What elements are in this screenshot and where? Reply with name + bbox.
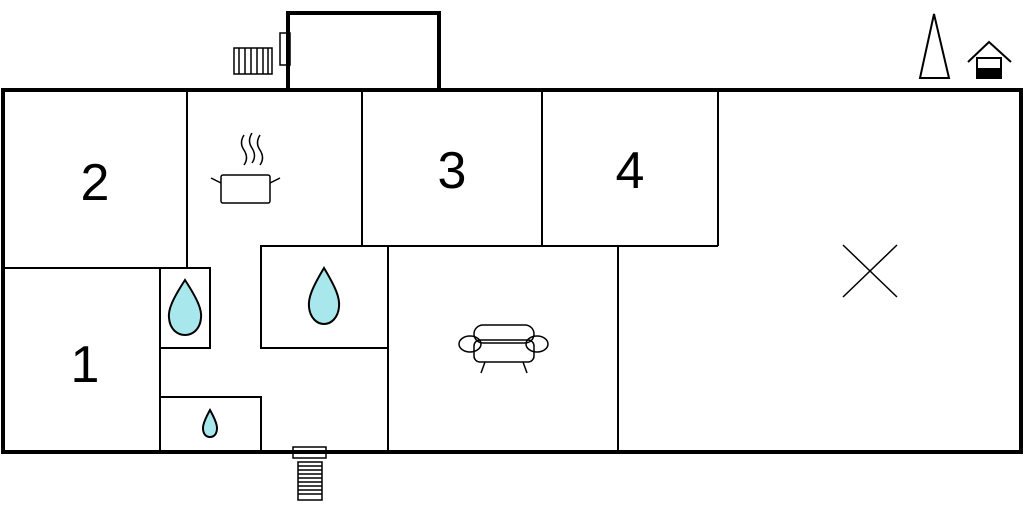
sofa-icon [458,324,549,374]
entrance-steps-icon [292,446,327,501]
cross-mark-icon [842,244,898,298]
room-2-label: 2 [81,154,110,212]
room-1-label: 1 [71,336,100,394]
cooking-pot-icon [210,132,281,204]
outer-walls [1,11,1023,454]
house-icon [967,40,1012,79]
water-drop-icon [201,407,219,439]
tree-icon [918,13,951,79]
room-3-label: 3 [438,142,467,200]
interior-walls [3,89,719,453]
water-drop-icon [307,266,341,326]
radiator-icon [233,32,291,75]
water-drop-icon [167,278,203,337]
room-4-label: 4 [616,142,645,200]
